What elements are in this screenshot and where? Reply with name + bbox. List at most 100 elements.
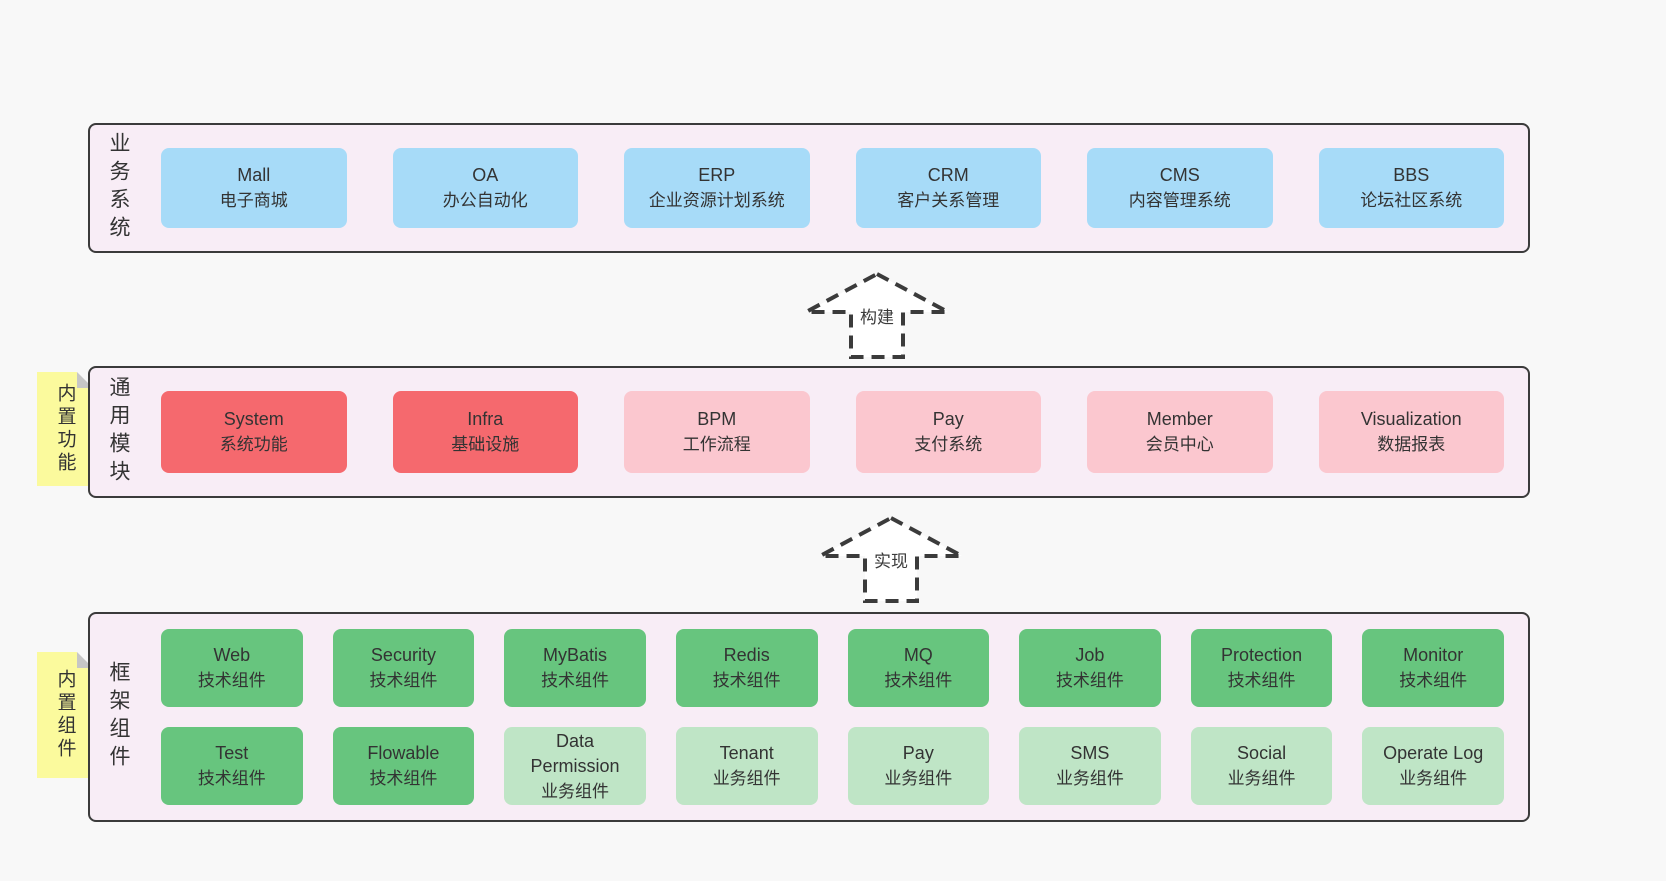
box-subtitle: 技术组件 [1399,671,1468,690]
box-subtitle: 电子商城 [219,191,288,210]
box-operate-log: Operate Log 业务组件 [1362,727,1504,805]
box-title: MQ [903,645,933,665]
box-title: BPM [697,409,737,429]
framework-components-panel: 框架组件 Web 技术组件 Security 技术组件 MyBatis 技术组件… [88,612,1530,822]
box-subtitle: 内容管理系统 [1128,191,1231,210]
business-systems-panel: 业务系统 Mall 电子商城 OA 办公自动化 ERP 企业资源计划系统 CRM… [88,123,1530,253]
box-title: BBS [1393,165,1430,185]
box-job: Job 技术组件 [1019,629,1161,707]
box-monitor: Monitor 技术组件 [1362,629,1504,707]
box-subtitle: 技术组件 [1055,671,1124,690]
box-erp: ERP 企业资源计划系统 [624,148,810,228]
sticky-note-label: 内置组件 [54,669,76,761]
framework-box-row-2: Test 技术组件 Flowable 技术组件 Data Permission … [133,727,1528,805]
box-title: ERP [698,165,736,185]
box-mq: MQ 技术组件 [847,629,990,707]
box-title: Infra [467,409,504,429]
box-subtitle: 客户关系管理 [897,191,1000,210]
build-arrow-label: 构建 [856,302,898,329]
box-web: Web 技术组件 [161,629,303,707]
box-social: Social 业务组件 [1190,727,1333,805]
box-pay-module: Pay 支付系统 [855,391,1041,473]
box-subtitle: 技术组件 [1227,671,1296,690]
box-flowable: Flowable 技术组件 [332,727,475,805]
box-title: Mall [237,165,271,185]
box-subtitle: 论坛社区系统 [1360,191,1463,210]
box-subtitle: 技术组件 [541,671,610,690]
box-bpm: BPM 工作流程 [624,391,810,473]
framework-box-row-1: Web 技术组件 Security 技术组件 MyBatis 技术组件 Redi… [133,629,1528,707]
box-title: MyBatis [543,645,608,665]
box-crm: CRM 客户关系管理 [855,148,1041,228]
box-title: Monitor [1403,645,1464,665]
implement-arrow: 实现 [816,512,966,604]
box-subtitle: 办公自动化 [442,191,528,210]
box-subtitle: 业务组件 [1227,769,1296,788]
box-subtitle: 业务组件 [712,769,781,788]
sticky-note-label: 内置功能 [54,383,76,475]
box-sms: SMS 业务组件 [1019,727,1161,805]
build-arrow: 构建 [802,268,952,360]
box-title: Redis [723,645,770,665]
sticky-note-builtin-features: 内置功能 [37,372,93,486]
box-title: Test [215,743,249,763]
box-title: Protection [1221,645,1303,665]
modules-box-row: System 系统功能 Infra 基础设施 BPM 工作流程 Pay 支付系统… [133,391,1528,473]
business-systems-label: 业务系统 [107,132,130,244]
box-subtitle: 会员中心 [1145,435,1214,454]
box-title: OA [472,165,499,185]
box-cms: CMS 内容管理系统 [1087,148,1273,228]
box-subtitle: 企业资源计划系统 [648,191,785,210]
box-title: System [223,409,284,429]
box-subtitle: 技术组件 [712,671,781,690]
box-title: CRM [927,165,969,185]
box-subtitle: 业务组件 [884,769,953,788]
box-security: Security 技术组件 [332,629,475,707]
box-title: Job [1075,645,1105,665]
box-title: Social [1237,743,1287,763]
box-subtitle: 数据报表 [1377,435,1446,454]
box-subtitle: 技术组件 [884,671,953,690]
box-title: Tenant [719,743,774,763]
common-modules-label: 通用模块 [107,376,130,488]
box-subtitle: 支付系统 [914,435,983,454]
box-title: CMS [1159,165,1200,185]
box-title: Security [370,645,436,665]
box-redis: Redis 技术组件 [675,629,818,707]
box-tenant: Tenant 业务组件 [675,727,818,805]
box-title: Operate Log [1383,743,1484,763]
box-member: Member 会员中心 [1087,391,1273,473]
box-subtitle: 技术组件 [369,769,438,788]
box-title: Visualization [1360,409,1462,429]
box-subtitle: 技术组件 [197,769,266,788]
box-visualization: Visualization 数据报表 [1318,391,1504,473]
box-title: SMS [1070,743,1110,763]
box-oa: OA 办公自动化 [392,148,578,228]
box-title: Web [213,645,251,665]
implement-arrow-label: 实现 [870,546,912,573]
box-title: Data Permission [530,730,620,776]
box-infra: Infra 基础设施 [392,391,578,473]
framework-components-label: 框架组件 [107,661,130,773]
box-protection: Protection 技术组件 [1190,629,1333,707]
box-subtitle: 业务组件 [1055,769,1124,788]
box-subtitle: 基础设施 [451,435,520,454]
box-subtitle: 工作流程 [682,435,751,454]
box-mybatis: MyBatis 技术组件 [504,629,646,707]
box-bbs: BBS 论坛社区系统 [1318,148,1504,228]
sticky-note-builtin-components: 内置组件 [37,652,93,778]
business-box-row: Mall 电子商城 OA 办公自动化 ERP 企业资源计划系统 CRM 客户关系… [133,148,1528,228]
box-title: Flowable [367,743,440,763]
framework-rows: Web 技术组件 Security 技术组件 MyBatis 技术组件 Redi… [133,629,1528,805]
box-title: Member [1146,409,1213,429]
box-system: System 系统功能 [161,391,347,473]
common-modules-panel: 通用模块 System 系统功能 Infra 基础设施 BPM 工作流程 Pay… [88,366,1530,498]
box-title: Pay [902,743,934,763]
box-subtitle: 系统功能 [219,435,288,454]
box-test: Test 技术组件 [161,727,303,805]
box-mall: Mall 电子商城 [161,148,347,228]
box-title: Pay [932,409,964,429]
box-subtitle: 业务组件 [1399,769,1468,788]
box-subtitle: 技术组件 [369,671,438,690]
box-subtitle: 技术组件 [197,671,266,690]
